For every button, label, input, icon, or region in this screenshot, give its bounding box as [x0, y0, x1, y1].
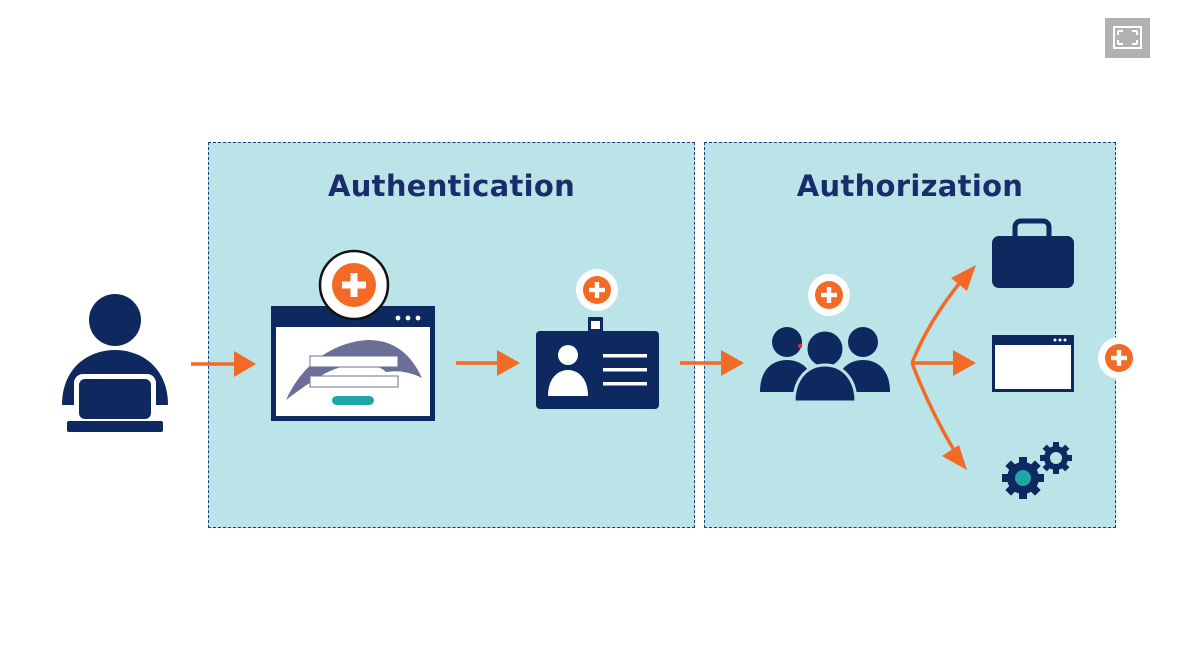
authentication-panel: Authentication — [208, 142, 695, 528]
fullscreen-icon — [1113, 26, 1142, 49]
user-group-icon — [760, 327, 890, 404]
person-at-laptop-icon — [62, 294, 168, 432]
branch-arrows — [910, 265, 976, 470]
login-window-icon — [271, 306, 435, 421]
id-badge-icon — [536, 317, 659, 409]
authorization-title: Authorization — [796, 169, 1024, 203]
authentication-title: Authentication — [327, 169, 576, 203]
resources-hotspot-button[interactable] — [1098, 337, 1140, 379]
login-hotspot-button[interactable] — [318, 249, 390, 321]
badge-hotspot-button[interactable] — [576, 269, 618, 311]
gears-icon — [1002, 442, 1072, 499]
briefcase-icon — [992, 218, 1074, 288]
arrow-to-login — [191, 351, 256, 377]
fullscreen-button[interactable] — [1105, 18, 1150, 58]
arrow-to-group — [680, 350, 744, 376]
arrow-to-badge — [456, 350, 520, 376]
group-hotspot-button[interactable] — [808, 274, 850, 316]
application-window-icon — [992, 335, 1074, 392]
